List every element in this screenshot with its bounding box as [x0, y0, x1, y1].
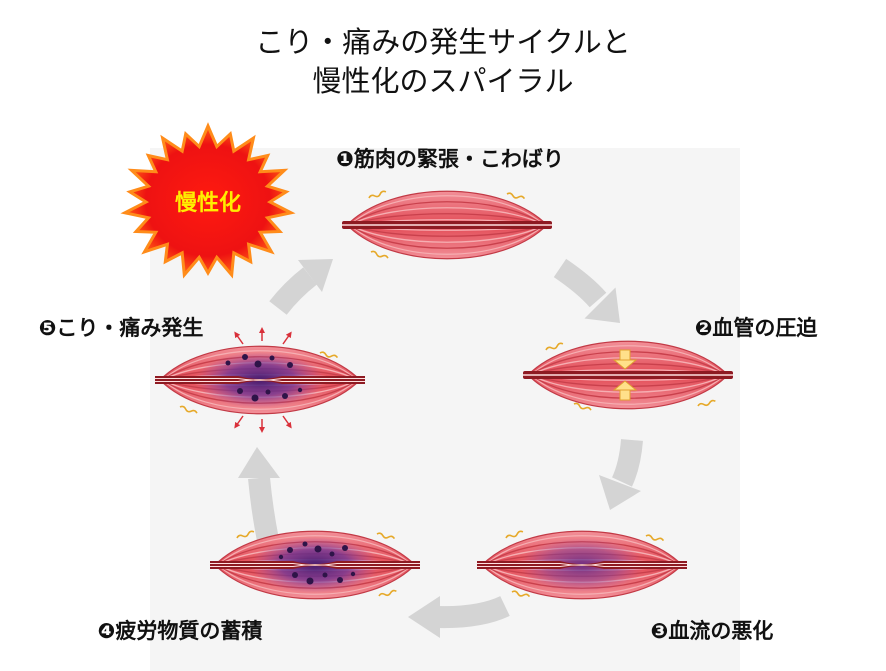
fatigue-particles — [225, 354, 303, 402]
chronic-badge: 慢性化 — [120, 122, 296, 279]
cycle-arrow-1-to-2-icon — [553, 258, 620, 323]
step-2-label: ❷血管の圧迫 — [695, 316, 819, 340]
cycle-arrow-5-to-1-icon — [269, 259, 333, 315]
muscle-fatigue-accumulation — [209, 529, 421, 600]
pain-arrow-icon — [282, 415, 292, 429]
pain-arrow-icon — [234, 331, 244, 345]
pain-arrow-icon — [234, 415, 244, 429]
title-line-2: 慢性化のスパイラル — [312, 64, 573, 98]
step-5-label: ❺こり・痛み発生 — [39, 316, 204, 340]
starburst-icon — [120, 122, 296, 279]
muscle-poor-circulation — [476, 529, 688, 600]
cycle-arrow-4-to-5-icon — [238, 447, 280, 543]
pain-arrows — [234, 327, 292, 433]
muscle-pain — [154, 345, 366, 416]
cycle-arrows — [238, 258, 643, 638]
muscle-vessel-compression — [522, 340, 734, 413]
cycle-arrow-3-to-4-icon — [408, 595, 510, 638]
step-4-label: ❹疲労物質の蓄積 — [98, 619, 264, 643]
step-1-label: ❶筋肉の緊張・こわばり — [336, 147, 564, 171]
title-line-1: こり・痛みの発生サイクルと — [255, 25, 631, 59]
compression-arrow-down-icon — [612, 349, 638, 370]
chronic-badge-label: 慢性化 — [175, 190, 241, 216]
fatigue-particles — [278, 541, 356, 585]
pain-arrow-icon — [282, 331, 292, 345]
compression-arrow-up-icon — [612, 380, 638, 401]
step-3-label: ❸血流の悪化 — [651, 619, 774, 643]
cycle-arrow-2-to-3-icon — [599, 438, 643, 510]
